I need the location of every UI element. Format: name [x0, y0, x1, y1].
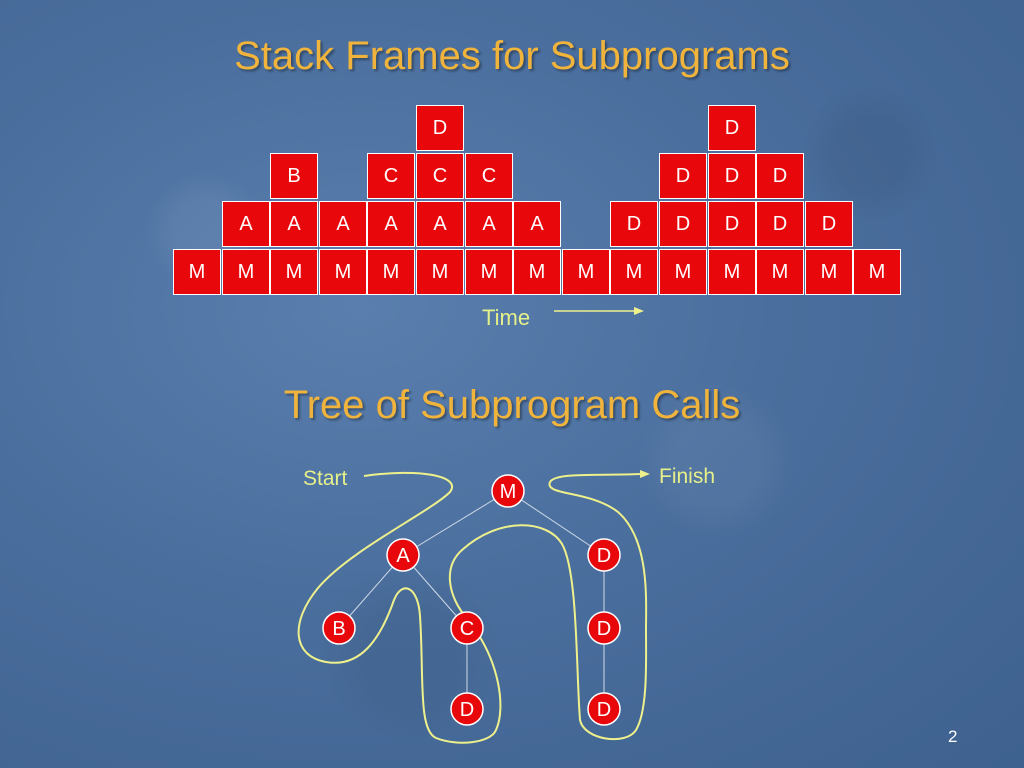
stack-frame-cell: M: [659, 249, 707, 295]
stack-frame-cell: M: [805, 249, 853, 295]
stack-frame-cell: C: [367, 153, 415, 199]
page-number: 2: [948, 727, 958, 746]
stack-frame-cell: A: [513, 201, 561, 247]
tree-node-a: A: [386, 538, 420, 572]
tree-node-label: C: [460, 618, 474, 640]
stack-frame-cell: D: [708, 153, 756, 199]
tree-edges: [338, 490, 605, 709]
stack-frame-cell: M: [756, 249, 804, 295]
start-label: Start: [303, 467, 348, 490]
stack-frame-cell: C: [416, 153, 464, 199]
stack-frame-cell: M: [173, 249, 221, 295]
stack-frame-cell: M: [513, 249, 561, 295]
stack-frame-cell: M: [562, 249, 610, 295]
stack-frame-cell: M: [465, 249, 513, 295]
stack-frame-cell: M: [610, 249, 658, 295]
time-arrow-head: [634, 307, 644, 315]
tree-node-label: M: [500, 481, 517, 503]
stack-frame-cell: A: [319, 201, 367, 247]
tree-node-d1: D: [587, 538, 621, 572]
stack-frame-cell: M: [319, 249, 367, 295]
stack-frame-cell: M: [708, 249, 756, 295]
tree-node-b: B: [322, 611, 356, 645]
stack-frame-cell: A: [222, 201, 270, 247]
tree-node-d2: D: [587, 611, 621, 645]
stack-frame-cell: M: [222, 249, 270, 295]
stack-frame-cell: M: [416, 249, 464, 295]
tree-node-d3: D: [587, 692, 621, 726]
stack-frame-cell: D: [610, 201, 658, 247]
tree-title: Tree of Subprogram Calls: [283, 383, 741, 427]
tree-node-label: D: [597, 545, 611, 567]
stack-frame-cell: D: [708, 201, 756, 247]
finish-arrow-head: [640, 470, 650, 478]
stack-frame-cell: D: [805, 201, 853, 247]
stack-frame-cell: A: [465, 201, 513, 247]
tree-node-c-d: D: [450, 692, 484, 726]
tree-node-label: D: [597, 618, 611, 640]
stack-frame-cell: M: [367, 249, 415, 295]
tree-node-label: D: [460, 699, 474, 721]
tree-node-label: D: [597, 699, 611, 721]
tree-node-m: M: [491, 474, 525, 508]
stack-frame-cell: D: [708, 105, 756, 151]
stack-frame-cell: D: [756, 201, 804, 247]
stack-frame-cell: C: [465, 153, 513, 199]
stack-frame-cell: M: [270, 249, 318, 295]
stack-frame-cell: D: [756, 153, 804, 199]
edge-m-d: [507, 490, 605, 556]
tree-node-c: C: [450, 611, 484, 645]
stack-frame-cell: D: [416, 105, 464, 151]
tree-node-label: A: [396, 545, 410, 567]
call-tree-diagram: Start Finish M A B C D D D D: [297, 465, 715, 744]
stack-frame-cell: A: [270, 201, 318, 247]
stack-frame-cell: D: [659, 153, 707, 199]
tree-node-label: B: [332, 618, 345, 640]
edge-m-a: [402, 490, 509, 556]
stack-frame-cell: A: [367, 201, 415, 247]
stack-frame-cell: M: [853, 249, 901, 295]
slide-title: Stack Frames for Subprograms: [234, 34, 790, 78]
time-label: Time: [482, 305, 531, 330]
finish-label: Finish: [659, 465, 715, 488]
stack-frame-cell: D: [659, 201, 707, 247]
time-arrow: [554, 307, 644, 315]
stack-frame-cell: A: [416, 201, 464, 247]
stack-frame-cell: B: [270, 153, 318, 199]
